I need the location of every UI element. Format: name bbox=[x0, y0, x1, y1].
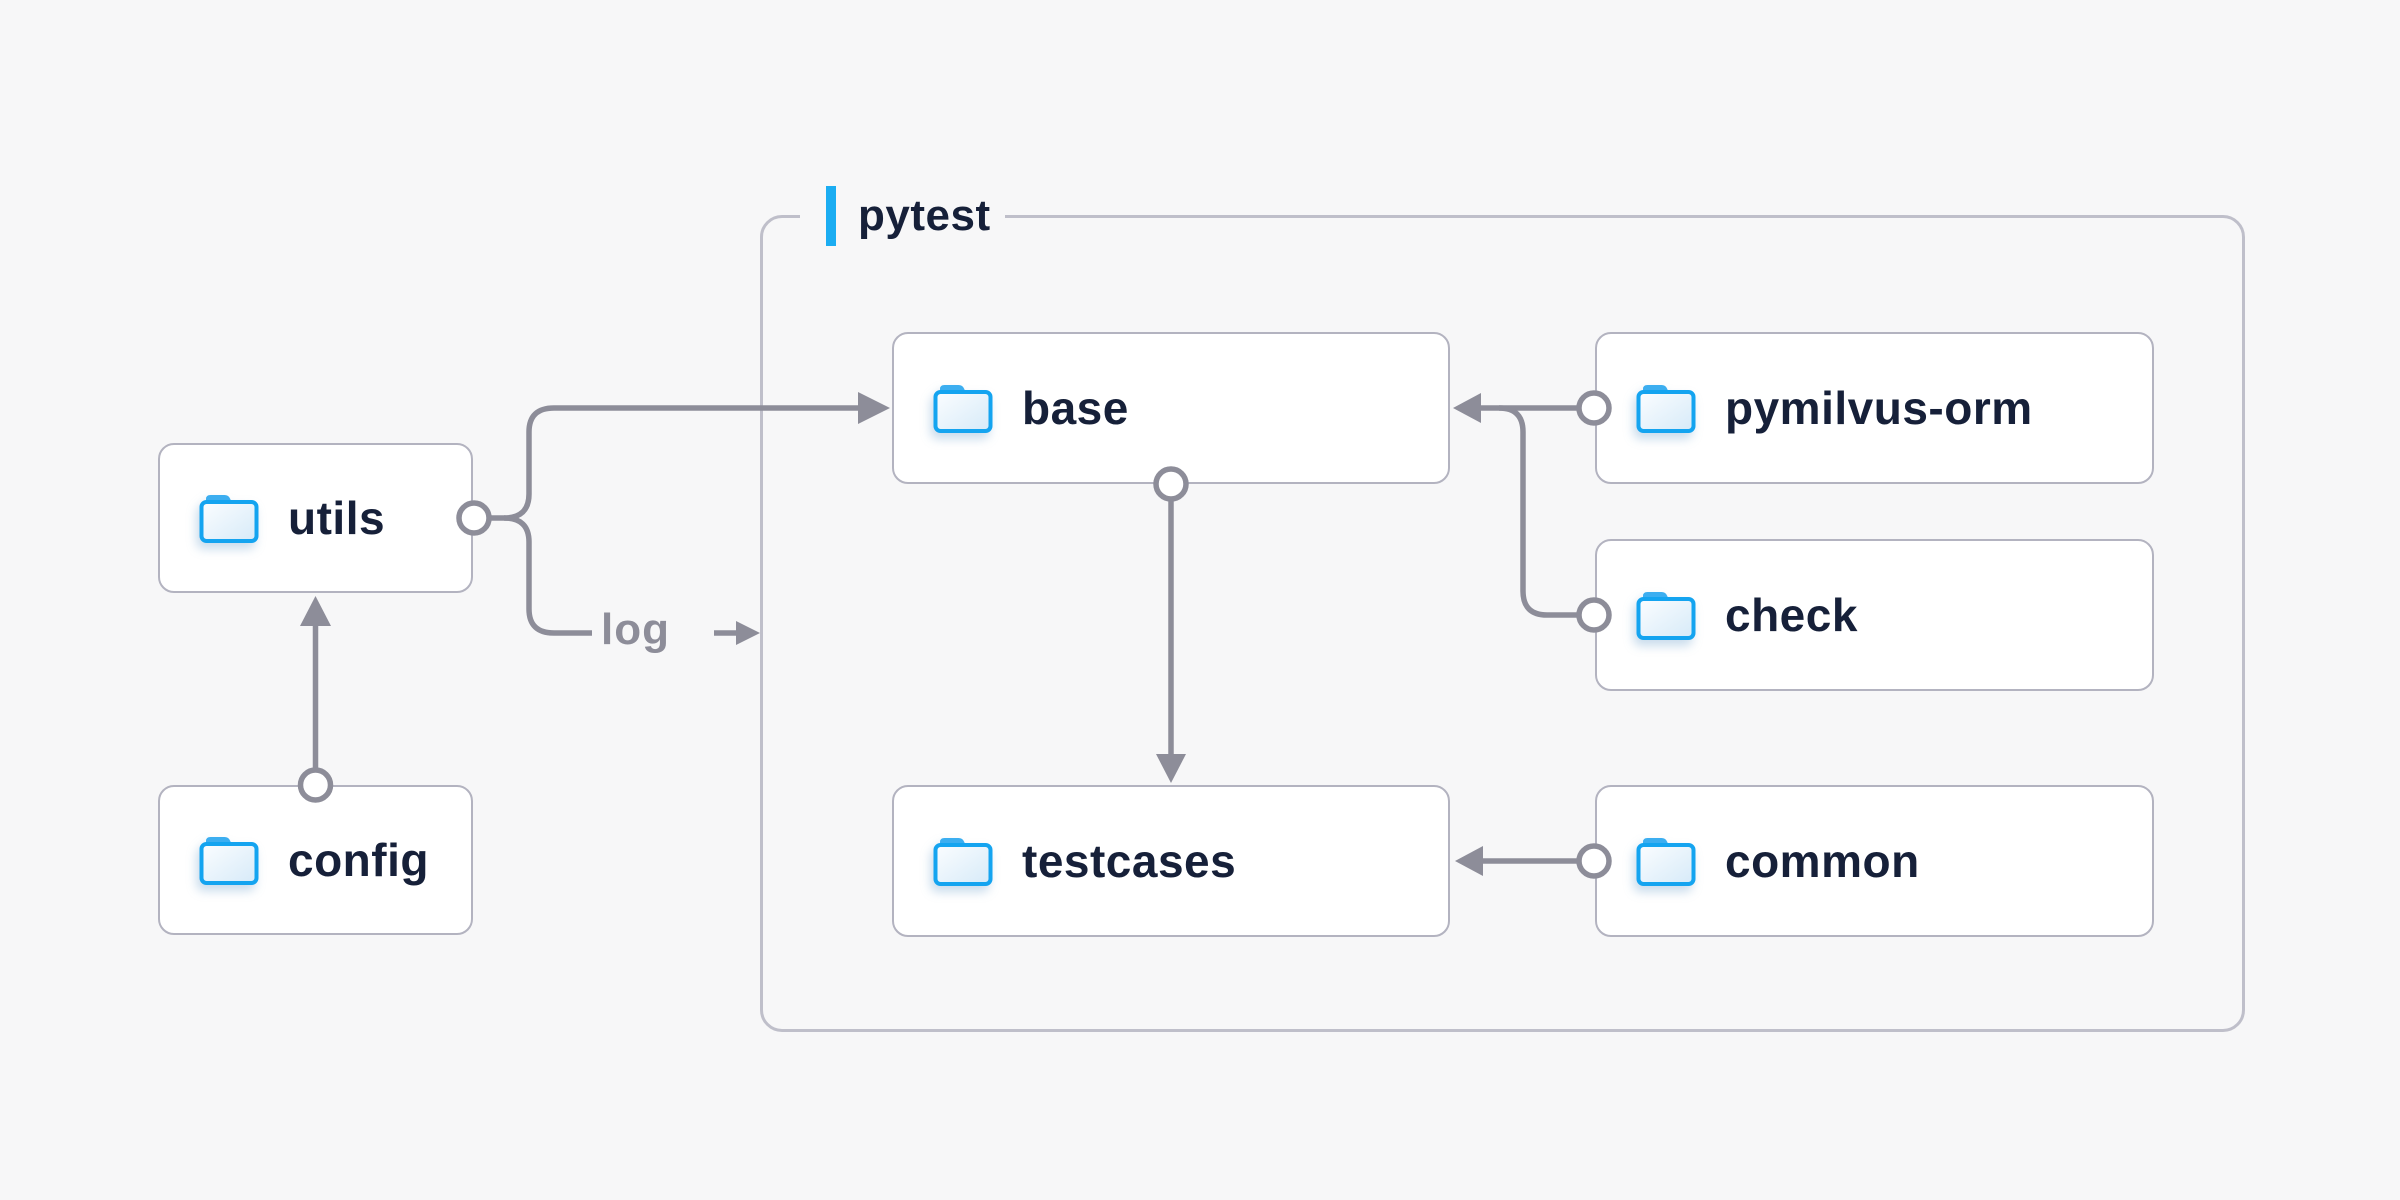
node-label: utils bbox=[288, 492, 386, 544]
node-label: testcases bbox=[1022, 835, 1237, 887]
group-label: pytest bbox=[800, 186, 1005, 246]
edge-config-utils bbox=[297, 596, 334, 803]
folder-icon bbox=[1635, 835, 1697, 887]
node-config[interactable]: config bbox=[158, 785, 473, 935]
folder-icon bbox=[1635, 382, 1697, 434]
folder-icon bbox=[198, 834, 260, 886]
node-label: check bbox=[1725, 589, 1858, 641]
arrowhead bbox=[300, 596, 331, 626]
node-testcases[interactable]: testcases bbox=[892, 785, 1450, 937]
pytest-group-box bbox=[760, 215, 2245, 1032]
edge-label-log: log bbox=[601, 605, 670, 654]
node-check[interactable]: check bbox=[1595, 539, 2154, 691]
node-label: common bbox=[1725, 835, 1920, 887]
node-pymilvus-orm[interactable]: pymilvus-orm bbox=[1595, 332, 2154, 484]
node-base[interactable]: base bbox=[892, 332, 1450, 484]
node-utils[interactable]: utils bbox=[158, 443, 473, 593]
folder-icon bbox=[932, 835, 994, 887]
group-accent-bar-icon bbox=[826, 186, 836, 246]
node-label: base bbox=[1022, 382, 1129, 434]
node-label: config bbox=[288, 834, 429, 886]
node-common[interactable]: common bbox=[1595, 785, 2154, 937]
folder-icon bbox=[932, 382, 994, 434]
group-label-text: pytest bbox=[858, 191, 991, 240]
folder-icon bbox=[198, 492, 260, 544]
node-label: pymilvus-orm bbox=[1725, 382, 2033, 434]
arrowhead bbox=[736, 621, 760, 645]
folder-icon bbox=[1635, 589, 1697, 641]
